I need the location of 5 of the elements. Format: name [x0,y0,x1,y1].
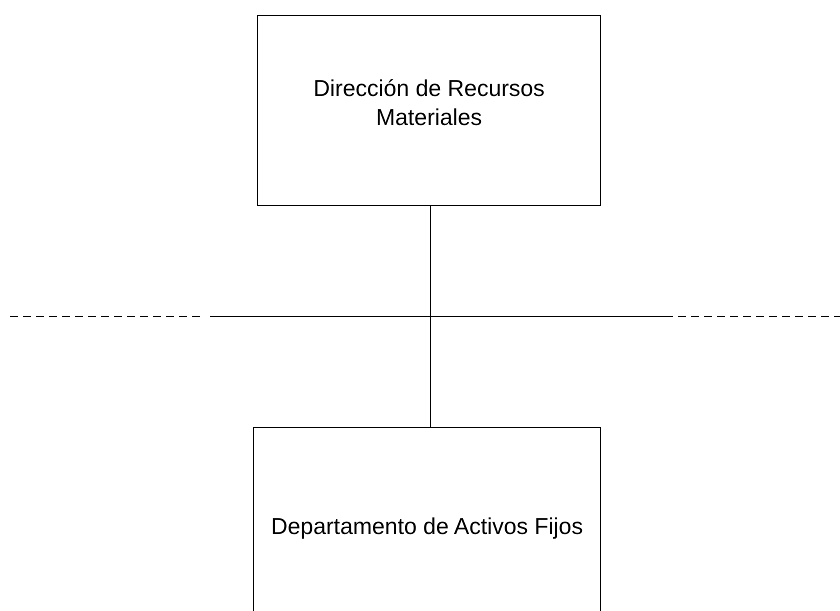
box-title: Dirección de Recursos Materiales [312,74,546,132]
connector-line [430,206,431,428]
org-box [253,427,601,611]
org-box [257,15,601,206]
box-title: Departamento de Activos Fijos [271,512,583,541]
